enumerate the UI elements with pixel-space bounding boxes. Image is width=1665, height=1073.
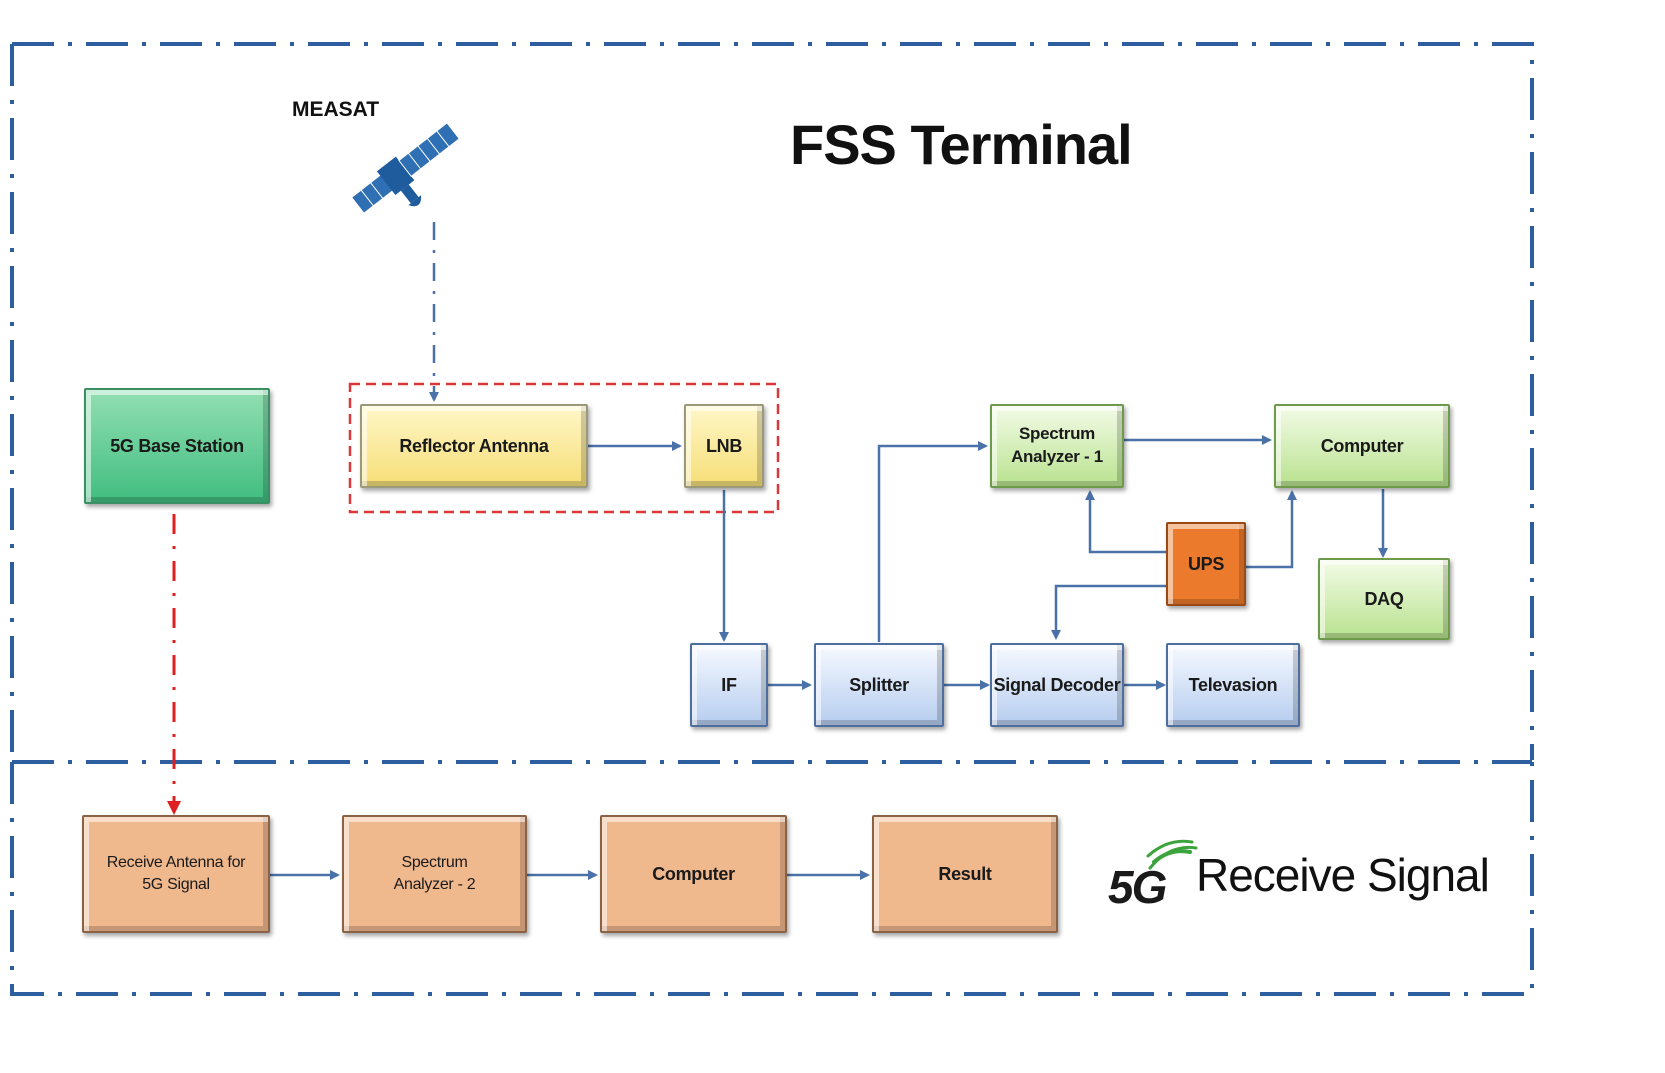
5g-wave-icon (1146, 839, 1198, 870)
result-block: Result (872, 815, 1058, 933)
ups-to-analyzer-arrow (1085, 490, 1166, 554)
satellite-label: MEASAT (292, 98, 380, 121)
satellite-icon (350, 122, 460, 214)
5g-base-station-block: 5G Base Station (84, 388, 270, 504)
receive-signal-label: Receive Signal (1196, 849, 1490, 901)
computer-bottom-block: Computer (600, 815, 787, 933)
ups-to-computer-arrow (1246, 490, 1297, 569)
spectrum-analyzer-1-block: Spectrum Analyzer - 1 (990, 404, 1124, 488)
television-block: Televasion (1166, 643, 1300, 727)
if-block: IF (690, 643, 768, 727)
computer-top-block: Computer (1274, 404, 1450, 488)
receive-section-boundary (10, 762, 1534, 996)
lnb-block: LNB (684, 404, 764, 488)
reflector-antenna-block: Reflector Antenna (360, 404, 588, 488)
ups-block: UPS (1166, 522, 1246, 606)
antenna-lnb-group (348, 382, 780, 514)
ups-to-decoder-arrow (1051, 584, 1166, 640)
5g-logo: 5G (1108, 861, 1167, 913)
receive-antenna-block: Receive Antenna for 5G Signal (82, 815, 270, 933)
daq-block: DAQ (1318, 558, 1450, 640)
splitter-to-analyzer-arrow (877, 441, 988, 642)
diagram-title: FSS Terminal (790, 113, 1133, 176)
fss-terminal-boundary (10, 42, 1534, 760)
signal-decoder-block: Signal Decoder (990, 643, 1124, 727)
spectrum-analyzer-2-block: Spectrum Analyzer - 2 (342, 815, 527, 933)
splitter-block: Splitter (814, 643, 944, 727)
